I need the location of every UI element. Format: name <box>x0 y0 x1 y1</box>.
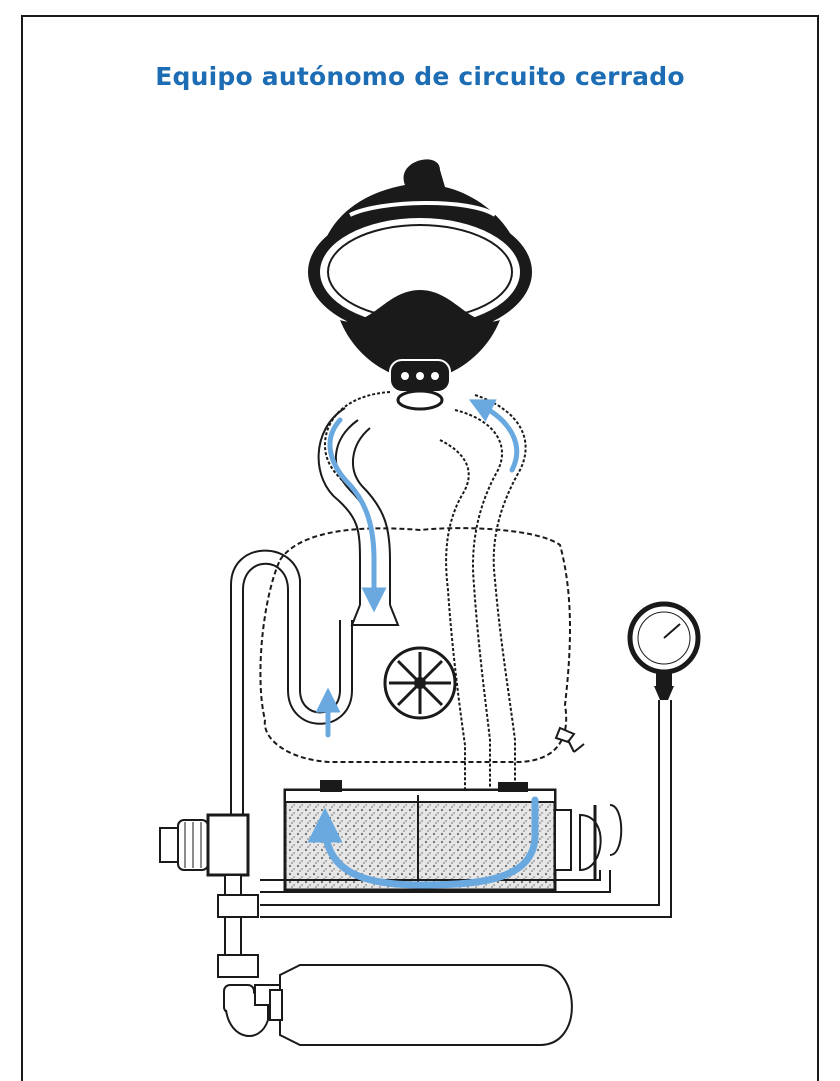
oxygen-cylinder-icon <box>270 965 572 1045</box>
breathing-bag-icon <box>260 528 584 762</box>
bag-valve-wheel-icon <box>385 648 455 718</box>
full-face-mask-icon <box>308 159 532 409</box>
left-corrugated-hose <box>325 392 390 490</box>
co2-absorber-canister-icon <box>285 780 621 890</box>
regulator-valve-icon <box>160 815 280 1036</box>
pressure-gauge-icon <box>630 604 698 700</box>
